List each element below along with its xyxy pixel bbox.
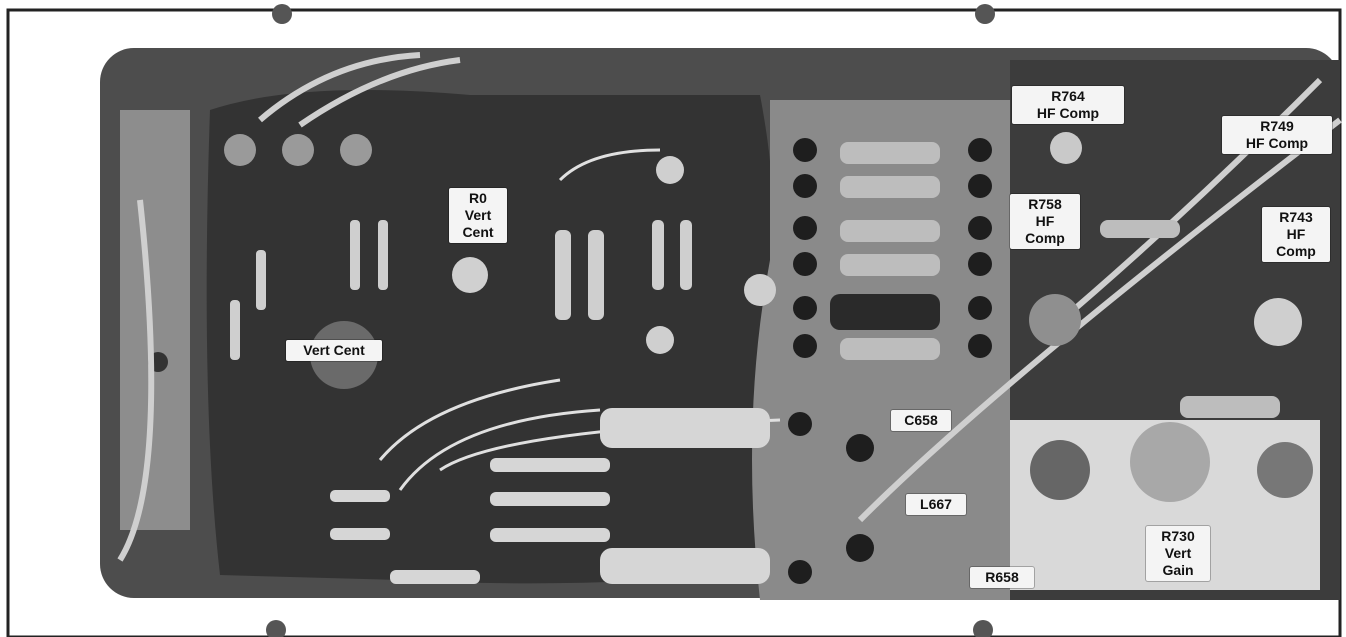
potentiometers <box>310 132 1313 502</box>
label-r730-vert-gain: R730 Vert Gain <box>1146 526 1210 581</box>
resistors-middle <box>830 142 1280 418</box>
label-vert-cent: Vert Cent <box>286 340 382 361</box>
label-r0-vert-cent: R0 Vert Cent <box>449 188 507 243</box>
left-board <box>206 90 774 584</box>
label-r743: R743 HF Comp <box>1262 207 1330 262</box>
label-l667: L667 <box>906 494 966 515</box>
screw-bottom-left <box>266 620 286 637</box>
label-r764: R764 HF Comp <box>1012 86 1124 124</box>
wire-bundle <box>117 52 1342 562</box>
left-bracket <box>120 110 190 530</box>
resistors-bottom <box>330 408 770 584</box>
screw-top-left <box>272 4 292 24</box>
label-r658: R658 <box>970 567 1034 588</box>
resistors-left <box>230 220 692 360</box>
solder-pads <box>788 138 992 584</box>
screw-bottom-right <box>973 620 993 637</box>
tube-sockets <box>224 134 372 166</box>
label-r749: R749 HF Comp <box>1222 116 1332 154</box>
label-c658: C658 <box>891 410 951 431</box>
label-r758: R758 HF Comp <box>1010 194 1080 249</box>
screw-top-right <box>975 4 995 24</box>
